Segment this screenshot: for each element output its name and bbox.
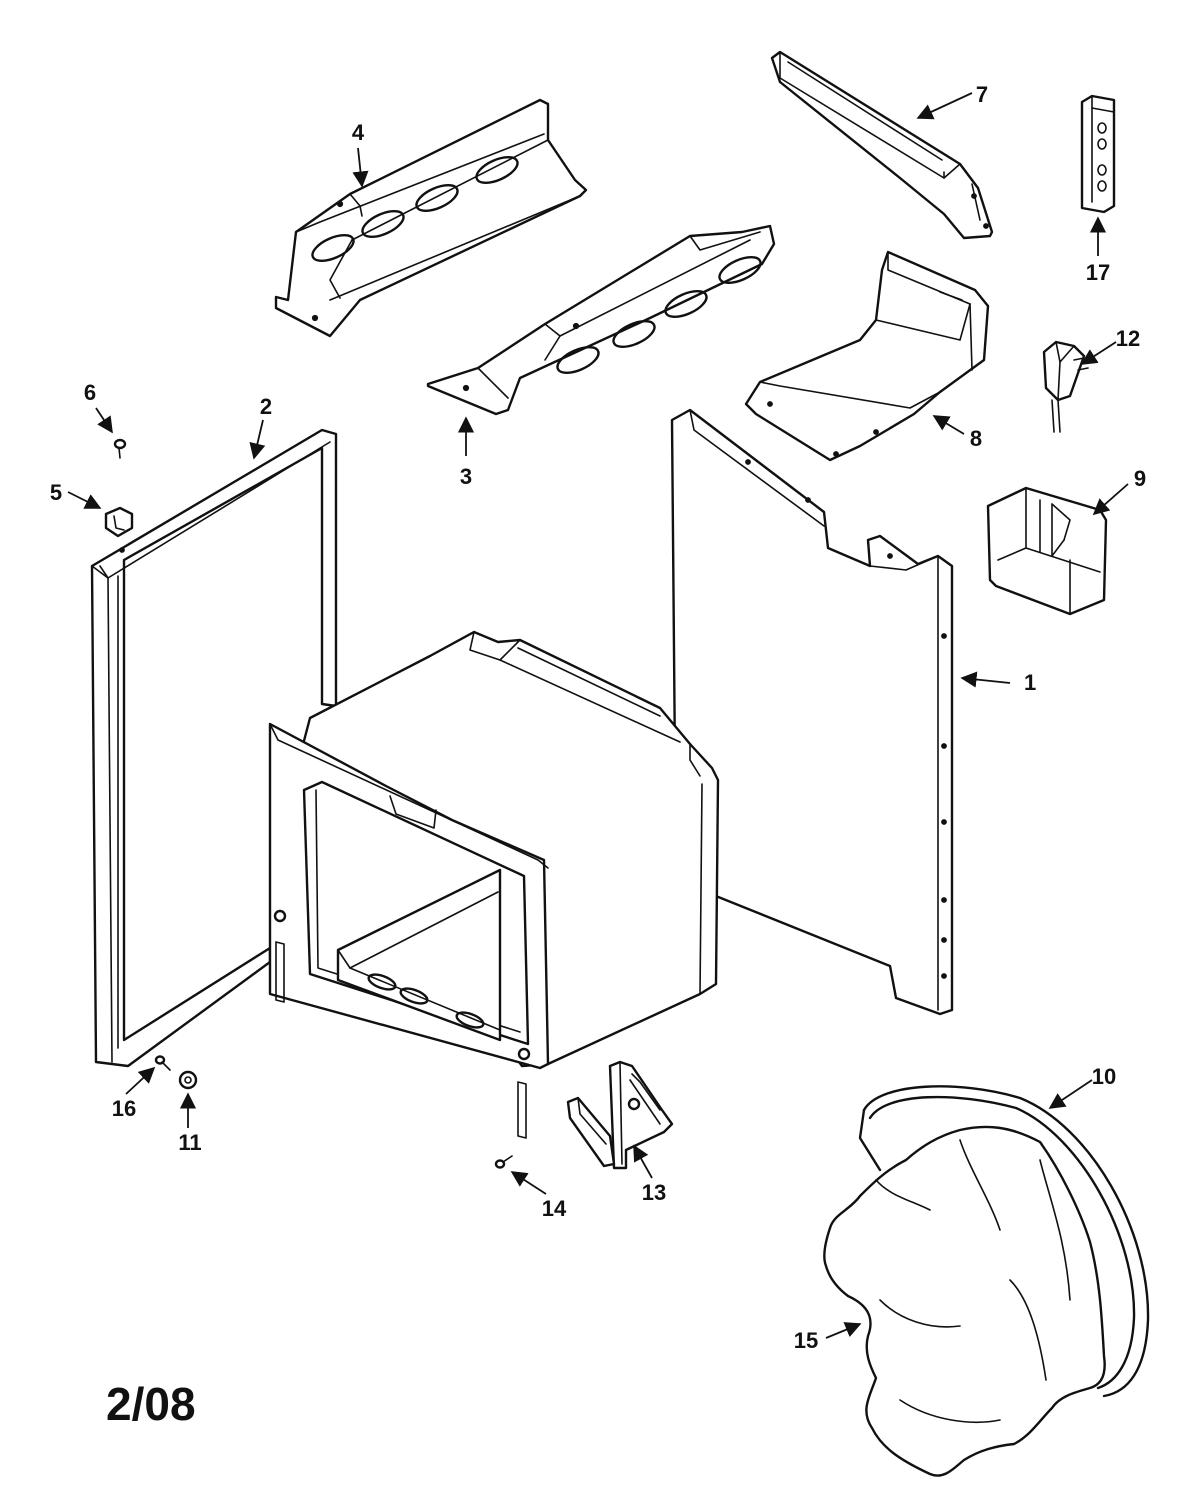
oven-cavity — [268, 630, 720, 1139]
part-5-clip — [104, 506, 134, 538]
callout-6: 6 — [84, 380, 96, 405]
callout-labels: 1 2 3 4 5 6 7 8 9 10 11 12 13 14 15 16 1… — [50, 82, 1146, 1353]
callout-8: 8 — [970, 426, 982, 451]
callout-2: 2 — [260, 394, 272, 419]
callout-10: 10 — [1092, 1064, 1116, 1089]
callout-12: 12 — [1116, 326, 1140, 351]
part-15-insulation — [823, 1125, 1106, 1477]
callout-4: 4 — [352, 120, 365, 145]
part-13-hinge — [566, 1060, 674, 1170]
part-8-air-duct — [744, 250, 990, 462]
callout-16: 16 — [112, 1096, 136, 1121]
leader-13 — [633, 1144, 653, 1179]
callout-1: 1 — [1024, 670, 1036, 695]
leader-1 — [960, 671, 1011, 688]
part-10-door-gasket — [858, 1085, 1150, 1398]
callout-3: 3 — [460, 464, 472, 489]
callout-13: 13 — [642, 1180, 666, 1205]
part-6-screw — [113, 438, 127, 459]
leader-15 — [825, 1322, 862, 1339]
part-17-terminal-block — [1080, 94, 1116, 214]
part-9-box-bracket — [986, 486, 1108, 616]
part-1-side-panel — [670, 408, 954, 1016]
leader-5 — [67, 491, 102, 509]
callout-14: 14 — [542, 1196, 567, 1221]
leader-arrows — [67, 92, 1129, 1339]
part-11-plug-button — [178, 1070, 198, 1090]
callout-17: 17 — [1086, 260, 1110, 285]
leader-2 — [249, 419, 266, 460]
callout-9: 9 — [1134, 466, 1146, 491]
part-12-switch — [1042, 340, 1089, 433]
part-3-support-bracket — [426, 224, 776, 416]
callout-15: 15 — [794, 1328, 818, 1353]
date-code: 2/08 — [106, 1378, 196, 1430]
part-7-vent-duct — [770, 50, 994, 240]
leader-4 — [352, 147, 369, 188]
callout-5: 5 — [50, 480, 62, 505]
leader-14 — [510, 1171, 547, 1195]
callout-7: 7 — [976, 82, 988, 107]
leader-9 — [1092, 483, 1129, 516]
leader-12 — [1080, 341, 1117, 365]
leader-8 — [932, 415, 965, 435]
callout-11: 11 — [178, 1130, 201, 1155]
leader-7 — [916, 92, 973, 120]
part-14-screw — [494, 1155, 513, 1169]
leader-16 — [125, 1066, 156, 1095]
part-16-screw — [154, 1055, 171, 1071]
leader-10 — [1048, 1079, 1093, 1109]
leader-6 — [95, 407, 113, 434]
part-4-support-bracket — [274, 98, 588, 338]
part-2-frame — [90, 428, 338, 1068]
